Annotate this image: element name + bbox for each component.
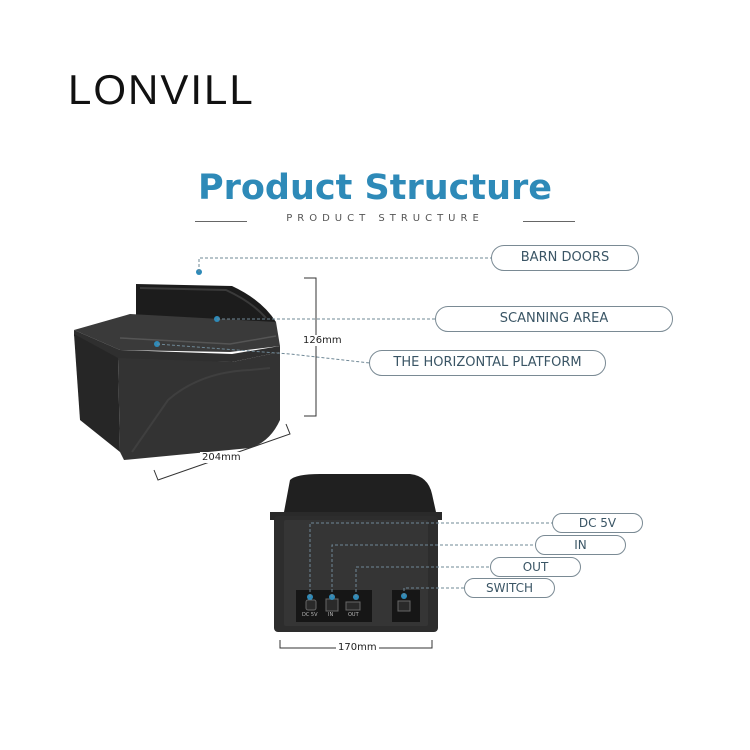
in-port	[325, 598, 339, 612]
dc-port	[305, 599, 317, 611]
in-port-label: IN	[328, 612, 334, 618]
page-subtitle: PRODUCT STRUCTURE	[286, 213, 484, 224]
scanner-rear-view	[270, 474, 442, 632]
width-dimension: 170mm	[336, 642, 379, 653]
callout-out: OUT	[490, 557, 581, 577]
horizontal-platform-shape	[118, 352, 280, 460]
top-leader-lines	[156, 257, 492, 364]
callout-horizontal-platform: THE HORIZONTAL PLATFORM	[369, 350, 606, 376]
subtitle-rule-right	[523, 221, 575, 222]
brand-logo: LONVILL	[68, 66, 255, 113]
rear-leader-lines	[309, 522, 552, 597]
switch-control	[397, 600, 411, 612]
scanner-front-view	[74, 269, 280, 460]
dc-port-label: DC 5V	[302, 612, 318, 618]
callout-scanning-area: SCANNING AREA	[435, 306, 673, 332]
out-port	[345, 601, 361, 611]
callout-dc-5v: DC 5V	[552, 513, 643, 533]
depth-dimension: 204mm	[200, 452, 243, 463]
subtitle-bar: PRODUCT STRUCTURE	[195, 213, 575, 229]
callout-barn-doors: BARN DOORS	[491, 245, 639, 271]
height-dimension: 126mm	[301, 335, 344, 346]
subtitle-rule-left	[195, 221, 247, 222]
callout-switch: SWITCH	[464, 578, 555, 598]
page-title: Product Structure	[197, 168, 553, 208]
callout-in: IN	[535, 535, 626, 555]
out-port-label: OUT	[348, 612, 359, 618]
scanning-area-shape	[74, 314, 280, 352]
